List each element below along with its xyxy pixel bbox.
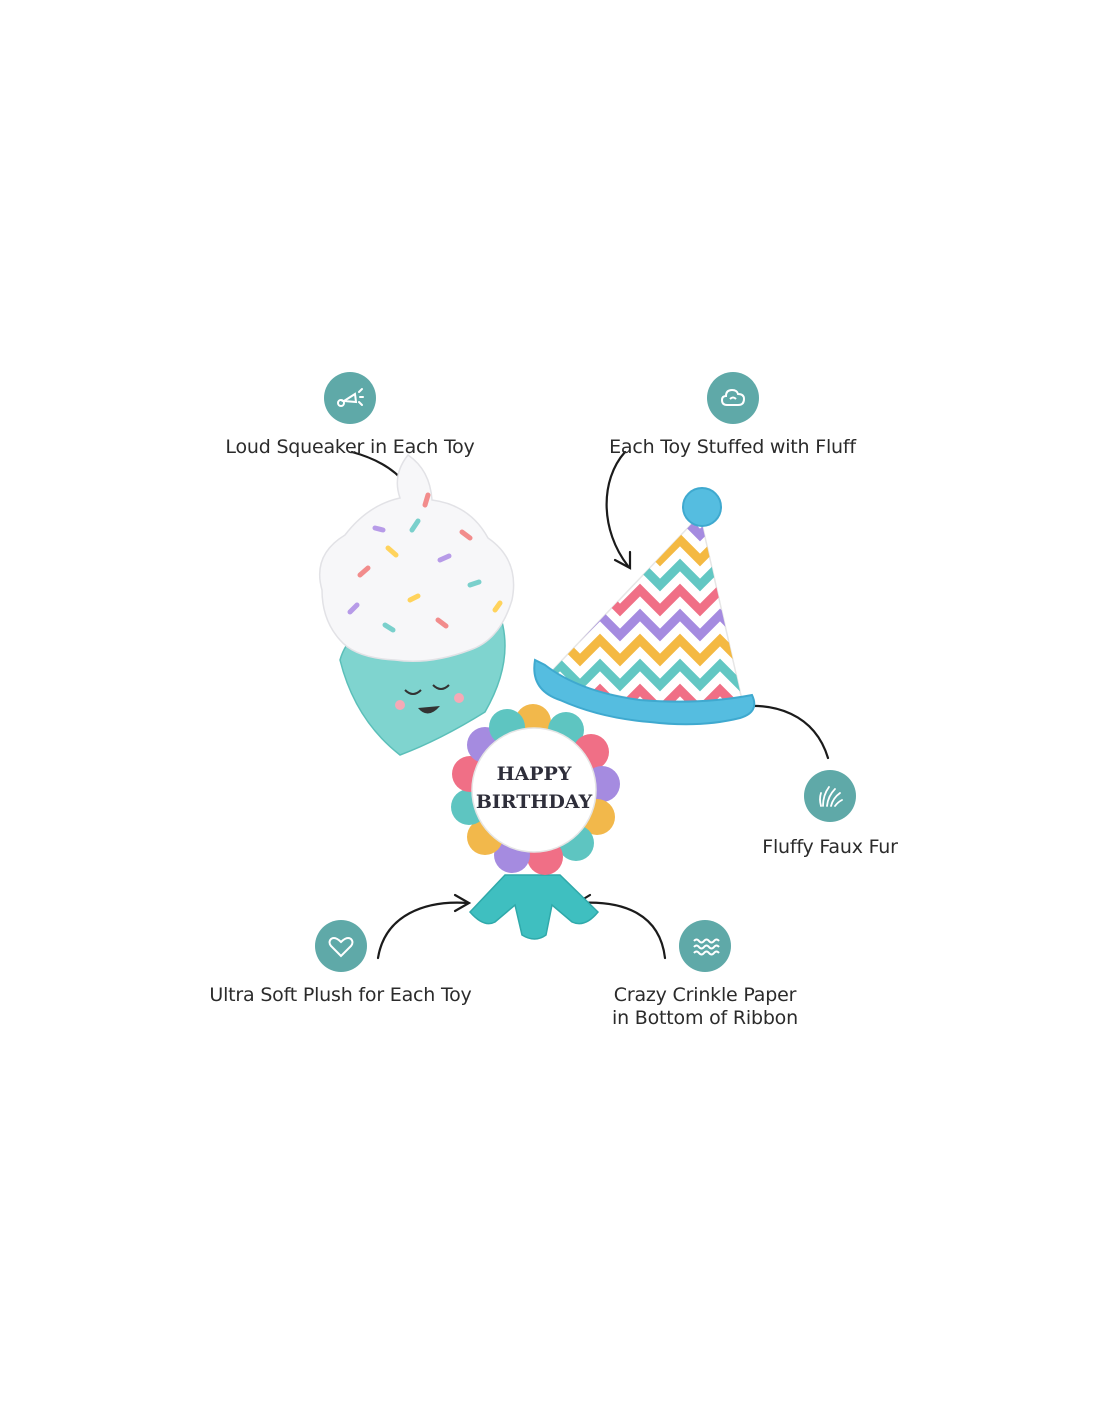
badge-text-line1: HAPPY xyxy=(497,763,572,785)
ribbon-badge-toy: HAPPY BIRTHDAY xyxy=(451,704,620,940)
feature-plush: Ultra Soft Plush for Each Toy xyxy=(208,920,473,1007)
waves-icon xyxy=(679,920,731,972)
cloud-icon xyxy=(706,372,759,424)
arrowhead-plush xyxy=(453,893,472,913)
arrow-crinkle xyxy=(576,901,667,960)
party-hat-toy xyxy=(533,487,756,726)
horn-icon xyxy=(324,372,376,424)
feature-label: Ultra Soft Plush for Each Toy xyxy=(209,984,472,1006)
feature-crinkle: Crazy Crinkle Paper in Bottom of Ribbon xyxy=(600,920,810,1030)
feature-fur: Fluffy Faux Fur xyxy=(760,770,900,859)
feature-label: Crazy Crinkle Paper in Bottom of Ribbon xyxy=(612,984,798,1030)
feature-label: Each Toy Stuffed with Fluff xyxy=(609,436,856,458)
cupcake-toy xyxy=(318,453,515,756)
feature-label-line1: Crazy Crinkle Paper xyxy=(613,984,797,1006)
heart-icon xyxy=(314,920,367,972)
fur-icon xyxy=(804,770,856,822)
feature-fluff: Each Toy Stuffed with Fluff xyxy=(600,372,865,459)
badge-text-line2: BIRTHDAY xyxy=(476,791,593,813)
arrowhead-fluff xyxy=(613,550,632,570)
arrow-fluff xyxy=(605,450,630,568)
feature-label-line2: in Bottom of Ribbon xyxy=(612,1006,798,1029)
feature-label: Loud Squeaker in Each Toy xyxy=(225,436,475,458)
arrow-plush xyxy=(376,901,470,960)
feature-label: Fluffy Faux Fur xyxy=(762,836,898,858)
feature-squeaker: Loud Squeaker in Each Toy xyxy=(225,372,475,459)
